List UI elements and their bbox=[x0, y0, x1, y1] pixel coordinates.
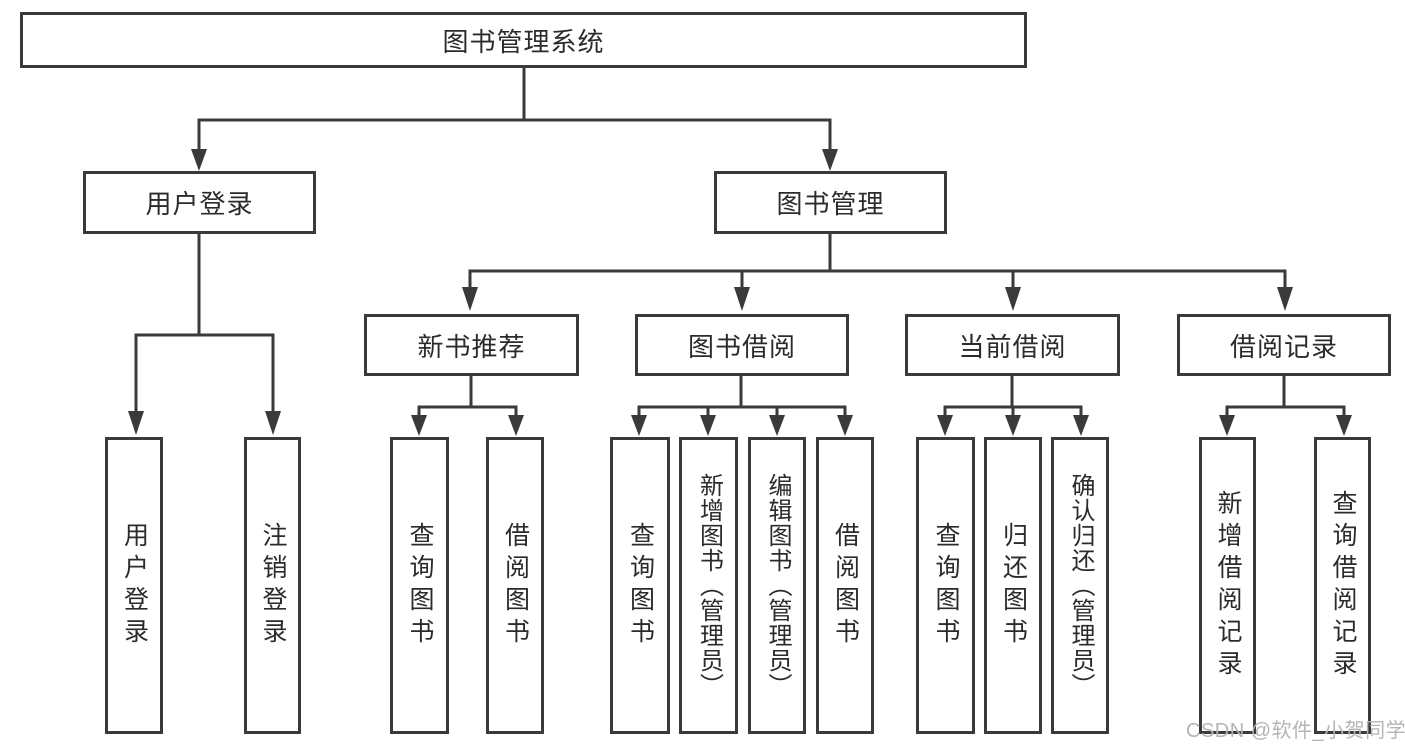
node-book-borrowing: 图书借阅 bbox=[635, 314, 849, 376]
leaf-add-borrow-record: 新增借阅记录 bbox=[1199, 437, 1256, 734]
node-label: 用户登录 bbox=[120, 521, 149, 650]
leaf-borrow-books-borrow: 借阅图书 bbox=[816, 437, 874, 734]
node-library-management-system: 图书管理系统 bbox=[20, 12, 1027, 68]
leaf-query-borrow-record: 查询借阅记录 bbox=[1314, 437, 1371, 734]
node-user-login: 用户登录 bbox=[83, 171, 316, 234]
leaf-borrow-books-recommend: 借阅图书 bbox=[486, 437, 544, 734]
node-label: 借阅图书 bbox=[501, 521, 530, 650]
leaf-confirm-return-admin: 确认归还（管理员） bbox=[1051, 437, 1109, 734]
node-label: 查询图书 bbox=[626, 521, 655, 650]
edge-current-borrow-split bbox=[937, 376, 1089, 436]
node-book-management: 图书管理 bbox=[714, 171, 947, 234]
node-label: 用户登录 bbox=[145, 189, 254, 219]
node-label: 归还图书 bbox=[999, 521, 1028, 650]
edge-book-management-split bbox=[462, 234, 1293, 311]
edge-user-login-split bbox=[128, 234, 281, 435]
node-label: 借阅图书 bbox=[831, 521, 860, 650]
node-label: 确认归还（管理员） bbox=[1067, 473, 1094, 698]
node-label: 查询借阅记录 bbox=[1329, 489, 1357, 682]
edge-new-book-split bbox=[411, 376, 524, 436]
edge-book-borrow-split bbox=[631, 376, 853, 436]
node-label: 借阅记录 bbox=[1229, 331, 1338, 362]
node-label: 新增借阅记录 bbox=[1214, 489, 1242, 682]
leaf-logout: 注销登录 bbox=[244, 437, 301, 734]
node-label: 新增图书（管理员） bbox=[695, 473, 723, 698]
node-label: 编辑图书（管理员） bbox=[764, 473, 791, 698]
leaf-return-books: 归还图书 bbox=[984, 437, 1042, 734]
node-label: 查询图书 bbox=[406, 521, 434, 650]
node-label: 图书借阅 bbox=[687, 331, 796, 362]
node-borrowing-records: 借阅记录 bbox=[1177, 314, 1391, 376]
node-label: 图书管理 bbox=[776, 189, 885, 219]
leaf-edit-books-admin: 编辑图书（管理员） bbox=[748, 437, 806, 734]
node-label: 查询图书 bbox=[932, 521, 960, 650]
node-current-borrowing: 当前借阅 bbox=[905, 314, 1120, 376]
leaf-query-books-borrow: 查询图书 bbox=[610, 437, 670, 734]
leaf-query-books-recommend: 查询图书 bbox=[390, 437, 449, 734]
node-label: 当前借阅 bbox=[958, 331, 1067, 362]
leaf-query-books-current: 查询图书 bbox=[916, 437, 975, 734]
node-label: 新书推荐 bbox=[417, 331, 526, 362]
csdn-watermark: CSDN @软件_小贺同学 bbox=[1186, 720, 1405, 742]
leaf-add-books-admin: 新增图书（管理员） bbox=[679, 437, 738, 734]
edge-borrow-records-split bbox=[1219, 376, 1352, 436]
edge-root-split bbox=[191, 68, 838, 171]
node-label: 图书管理系统 bbox=[442, 26, 605, 57]
node-new-book-recommendation: 新书推荐 bbox=[364, 314, 579, 376]
leaf-user-login: 用户登录 bbox=[105, 437, 163, 734]
node-label: 注销登录 bbox=[259, 521, 287, 650]
